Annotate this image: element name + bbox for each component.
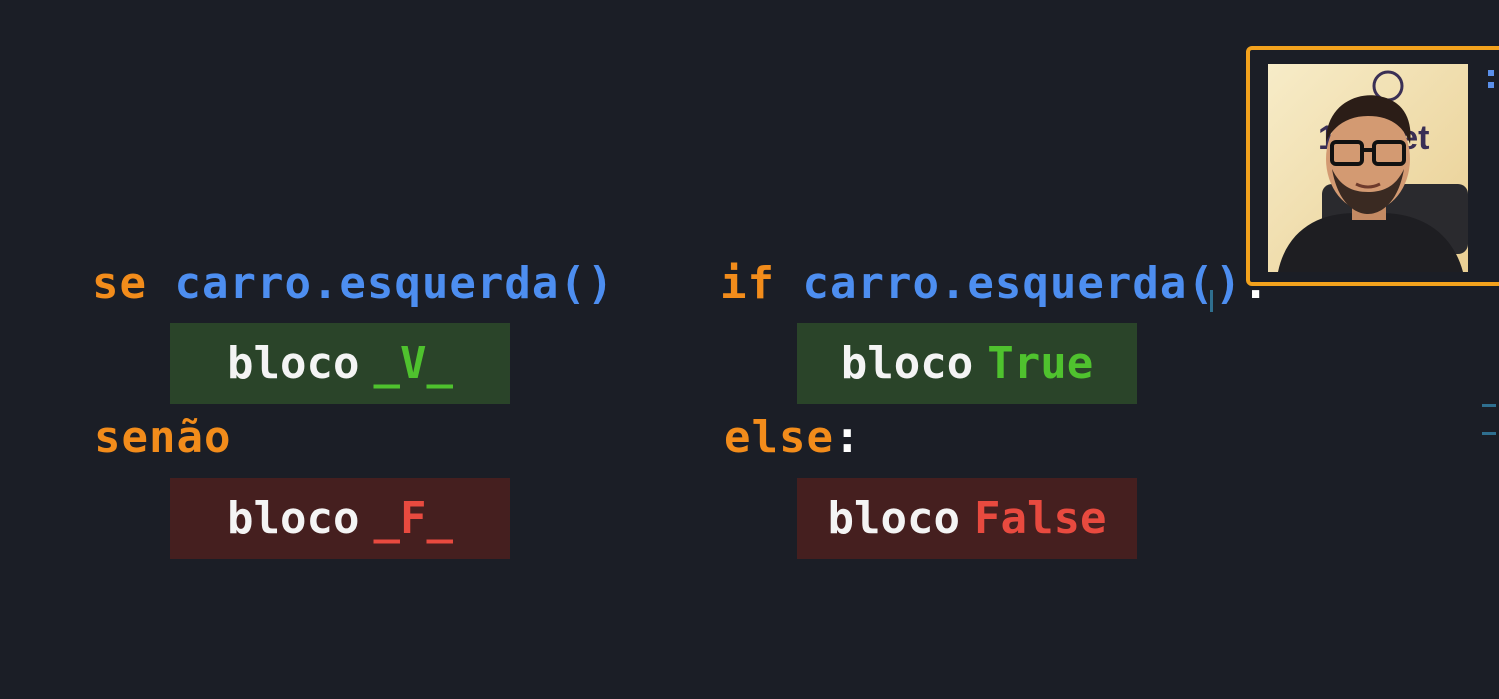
python-false-block-word: bloco [827, 493, 960, 544]
python-false-block: bloco False [797, 478, 1137, 559]
python-condition: carro.esquerda() [802, 258, 1243, 309]
pseudo-true-block-value: _V_ [373, 338, 453, 389]
python-else-line: else: [724, 416, 861, 460]
pseudo-condition: carro.esquerda() [174, 258, 615, 309]
pseudo-true-block-word: bloco [227, 338, 360, 389]
pseudo-false-block-value: _F_ [373, 493, 453, 544]
decorative-mark [1482, 404, 1496, 407]
pseudo-false-block: bloco _F_ [170, 478, 510, 559]
python-else-colon: : [833, 412, 862, 463]
decorative-mark [1210, 290, 1213, 312]
python-if-line: if carro.esquerda(): [720, 262, 1270, 306]
python-else-keyword: else [724, 412, 834, 463]
pseudo-else-line: senão [94, 416, 231, 460]
pseudo-else-keyword: senão [94, 412, 232, 463]
python-true-block-word: bloco [840, 338, 974, 389]
pseudo-true-block: bloco _V_ [170, 323, 510, 404]
python-if-keyword: if [720, 258, 775, 309]
python-true-block-value: True [987, 338, 1094, 389]
decorative-mark [1482, 432, 1496, 435]
presenter-webcam: 1bitnet [1246, 46, 1499, 286]
python-true-block: bloco True [797, 323, 1137, 404]
pseudo-if-keyword: se [92, 258, 147, 309]
presenter-video-frame: 1bitnet [1268, 64, 1468, 272]
webcam-accent-dots [1488, 70, 1494, 88]
pseudo-false-block-word: bloco [227, 493, 360, 544]
presenter-image: 1bitnet [1268, 64, 1468, 272]
python-false-block-value: False [974, 493, 1107, 544]
pseudo-if-line: se carro.esquerda() [92, 262, 614, 306]
